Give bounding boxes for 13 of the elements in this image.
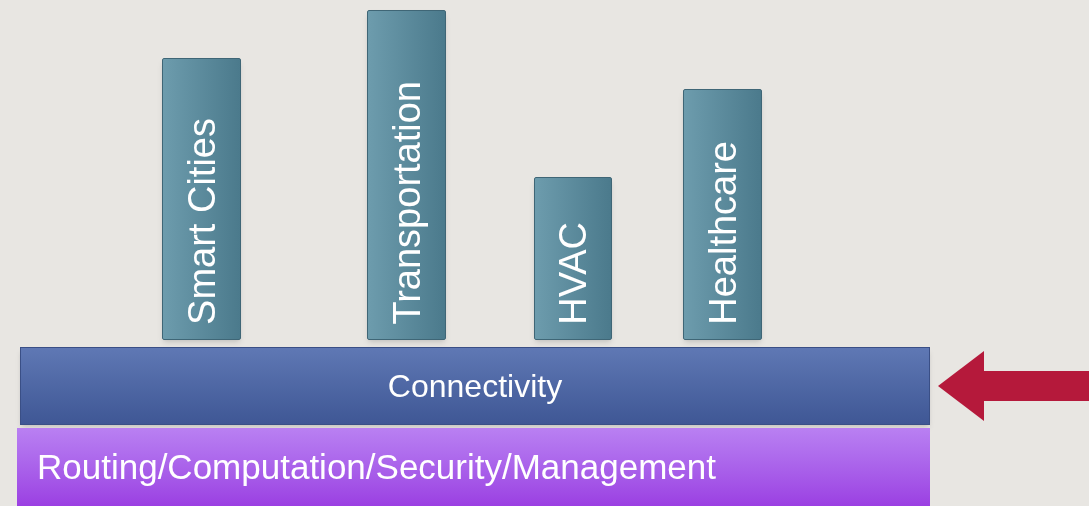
pillar-label: HVAC <box>554 222 592 325</box>
layer-label: Connectivity <box>387 367 563 406</box>
layer-bar <box>17 428 930 506</box>
pillar-label: Smart Cities <box>182 118 221 325</box>
layer-bar <box>20 347 930 425</box>
arrow <box>938 351 1089 421</box>
pillar-label: Healthcare <box>703 141 742 325</box>
pillar-box <box>162 58 241 340</box>
pillar-box <box>534 177 612 340</box>
pillar-box <box>683 89 762 340</box>
pillar-box <box>367 10 446 340</box>
pillar-label: Transportation <box>387 81 426 325</box>
layer-label: Routing/Computation/Security/Management <box>37 445 716 488</box>
